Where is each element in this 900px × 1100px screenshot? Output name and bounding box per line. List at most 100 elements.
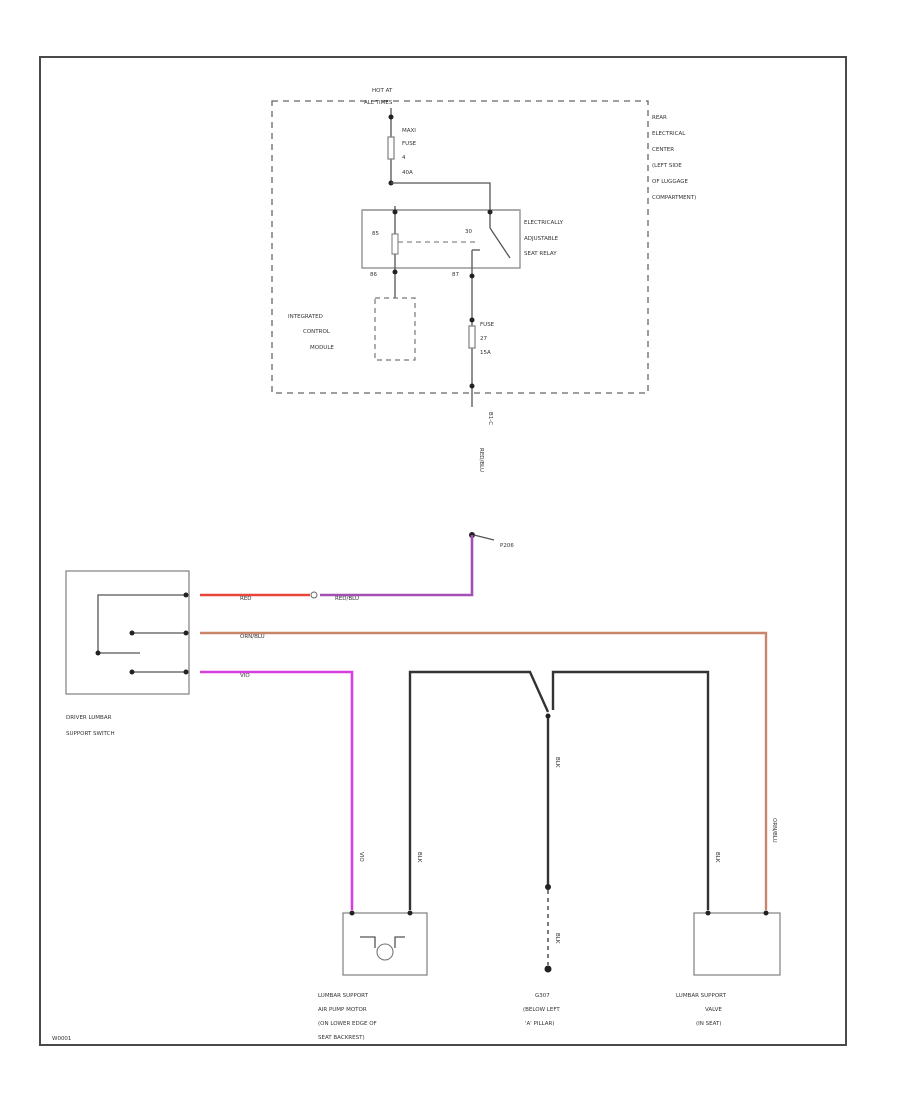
- icm-box: [374, 297, 416, 361]
- rear-electrical-center-box: [271, 100, 649, 394]
- svg-text:OF LUGGAGE: OF LUGGAGE: [652, 179, 689, 185]
- svg-text:ADJUSTABLE: ADJUSTABLE: [524, 236, 559, 242]
- svg-text:(LEFT SIDE: (LEFT SIDE: [652, 163, 682, 169]
- vio-vertical-label: VIO: [358, 852, 364, 862]
- svg-text:40A: 40A: [402, 170, 413, 176]
- red-blu-horizontal-label: RED/BLU: [335, 596, 359, 602]
- motor-internal-right: [394, 936, 405, 948]
- driver-lumbar-switch-box: [65, 570, 190, 695]
- diagram-code: W0001: [52, 1036, 71, 1042]
- svg-text:SEAT RELAY: SEAT RELAY: [524, 251, 557, 257]
- svg-text:15A: 15A: [480, 350, 491, 356]
- svg-text:VALVE: VALVE: [705, 1007, 722, 1013]
- orn-blu-wire: [200, 631, 768, 910]
- svg-text:HOT AT: HOT AT: [372, 88, 393, 94]
- inline-connector: [310, 591, 318, 599]
- switch-pivot: [95, 650, 101, 656]
- ground-label: G307 (BELOW LEFT 'A' PILLAR): [523, 993, 560, 1027]
- switch-label: DRIVER LUMBAR SUPPORT SWITCH: [66, 715, 115, 737]
- splice-leader: [473, 534, 495, 541]
- motor-pin-1: [349, 910, 355, 916]
- valve-pin-2: [763, 910, 769, 916]
- svg-text:'A' PILLAR): 'A' PILLAR): [525, 1021, 554, 1027]
- switch-internal-common: [97, 594, 186, 654]
- svg-text:27: 27: [480, 336, 487, 342]
- icm-label: INTEGRATED CONTROL MODULE: [288, 314, 334, 351]
- relay-pin-87-dot: [469, 273, 475, 279]
- connector-b1c: B1-C: [487, 412, 493, 425]
- switch-pin-2: [183, 630, 189, 636]
- svg-text:REAR: REAR: [652, 115, 667, 121]
- red-wire-label: RED: [240, 596, 252, 602]
- motor-symbol-icon: [376, 943, 394, 961]
- relay-pin-85: 85: [372, 231, 379, 237]
- red-blu-wire-horizontal: [320, 535, 474, 597]
- vio-wire: [200, 670, 354, 910]
- motor-pin-2: [407, 910, 413, 916]
- relay-pin-87: 87: [452, 272, 459, 278]
- maxi-fuse-label: MAXI FUSE 4 40A: [402, 128, 417, 176]
- fuse-27-label: FUSE 27 15A: [480, 322, 495, 356]
- svg-text:LUMBAR SUPPORT: LUMBAR SUPPORT: [676, 993, 727, 999]
- svg-text:MAXI: MAXI: [402, 128, 416, 134]
- svg-text:MODULE: MODULE: [310, 345, 334, 351]
- svg-text:DRIVER LUMBAR: DRIVER LUMBAR: [66, 715, 112, 721]
- red-blu-vertical-label: RED/BLU: [478, 448, 484, 472]
- vio-label: VIO: [240, 673, 250, 679]
- svg-text:AIR PUMP MOTOR: AIR PUMP MOTOR: [318, 1007, 367, 1013]
- relay-pin-86: 86: [370, 272, 377, 278]
- switch-pin-1: [183, 592, 189, 598]
- feed-node: [388, 114, 394, 120]
- splice-label: P206: [500, 543, 514, 549]
- diagram-frame: [39, 56, 847, 1046]
- motor-label: LUMBAR SUPPORT AIR PUMP MOTOR (ON LOWER …: [318, 993, 377, 1041]
- ground-node-top: [545, 884, 551, 890]
- relay-pin-86-dot: [392, 269, 398, 275]
- blk-label-ground-lower: BLK: [554, 933, 560, 944]
- relay-label: ELECTRICALLY ADJUSTABLE SEAT RELAY: [524, 220, 564, 257]
- blk-wire-valve: [551, 670, 710, 910]
- relay-30-feed: [391, 182, 491, 210]
- svg-text:SEAT BACKREST): SEAT BACKREST): [318, 1035, 365, 1041]
- relay-pin-30-dot: [487, 209, 493, 215]
- switch-pin-3: [183, 669, 189, 675]
- svg-text:FUSE: FUSE: [402, 141, 417, 147]
- ground-junction: [545, 713, 551, 719]
- svg-text:4: 4: [402, 155, 406, 161]
- seat-relay-box: [361, 209, 521, 269]
- lumbar-valve-box: [693, 912, 781, 976]
- motor-internal-left: [360, 936, 376, 948]
- air-pump-motor-box: [342, 912, 428, 976]
- svg-text:LUMBAR SUPPORT: LUMBAR SUPPORT: [318, 993, 369, 999]
- relay-coil: [391, 233, 399, 255]
- relay-pin-30: 30: [465, 229, 472, 235]
- fuse-27-top-node: [469, 317, 475, 323]
- svg-text:SUPPORT SWITCH: SUPPORT SWITCH: [66, 731, 115, 737]
- rec-label: REAR ELECTRICAL CENTER (LEFT SIDE OF LUG…: [652, 115, 696, 201]
- rec-exit-node: [469, 383, 475, 389]
- valve-label: LUMBAR SUPPORT VALVE (IN SEAT): [676, 993, 727, 1027]
- svg-text:CONTROL: CONTROL: [303, 329, 331, 335]
- relay-switch-arm: [489, 227, 511, 259]
- switch-contact-1: [129, 630, 135, 636]
- svg-text:CENTER: CENTER: [652, 147, 674, 153]
- svg-text:COMPARTMENT): COMPARTMENT): [652, 195, 696, 201]
- svg-text:ELECTRICALLY: ELECTRICALLY: [524, 220, 564, 226]
- svg-text:(BELOW LEFT: (BELOW LEFT: [523, 1007, 560, 1013]
- svg-text:(ON LOWER EDGE OF: (ON LOWER EDGE OF: [318, 1021, 377, 1027]
- svg-text:G307: G307: [535, 993, 550, 999]
- switch-contact-2: [129, 669, 135, 675]
- svg-text:ELECTRICAL: ELECTRICAL: [652, 131, 686, 137]
- svg-text:INTEGRATED: INTEGRATED: [288, 314, 323, 320]
- fuse-27: [468, 325, 476, 349]
- blk-label-ground: BLK: [554, 757, 560, 768]
- blk-wire-motor: [408, 670, 550, 910]
- relay-pin-85-dot: [392, 209, 398, 215]
- blk-label-valve: BLK: [714, 852, 720, 863]
- svg-text:ALL TIMES: ALL TIMES: [364, 100, 393, 106]
- ground-g307: [544, 965, 552, 973]
- orn-blu-label: ORN/BLU: [240, 634, 265, 640]
- maxi-fuse: [387, 136, 395, 160]
